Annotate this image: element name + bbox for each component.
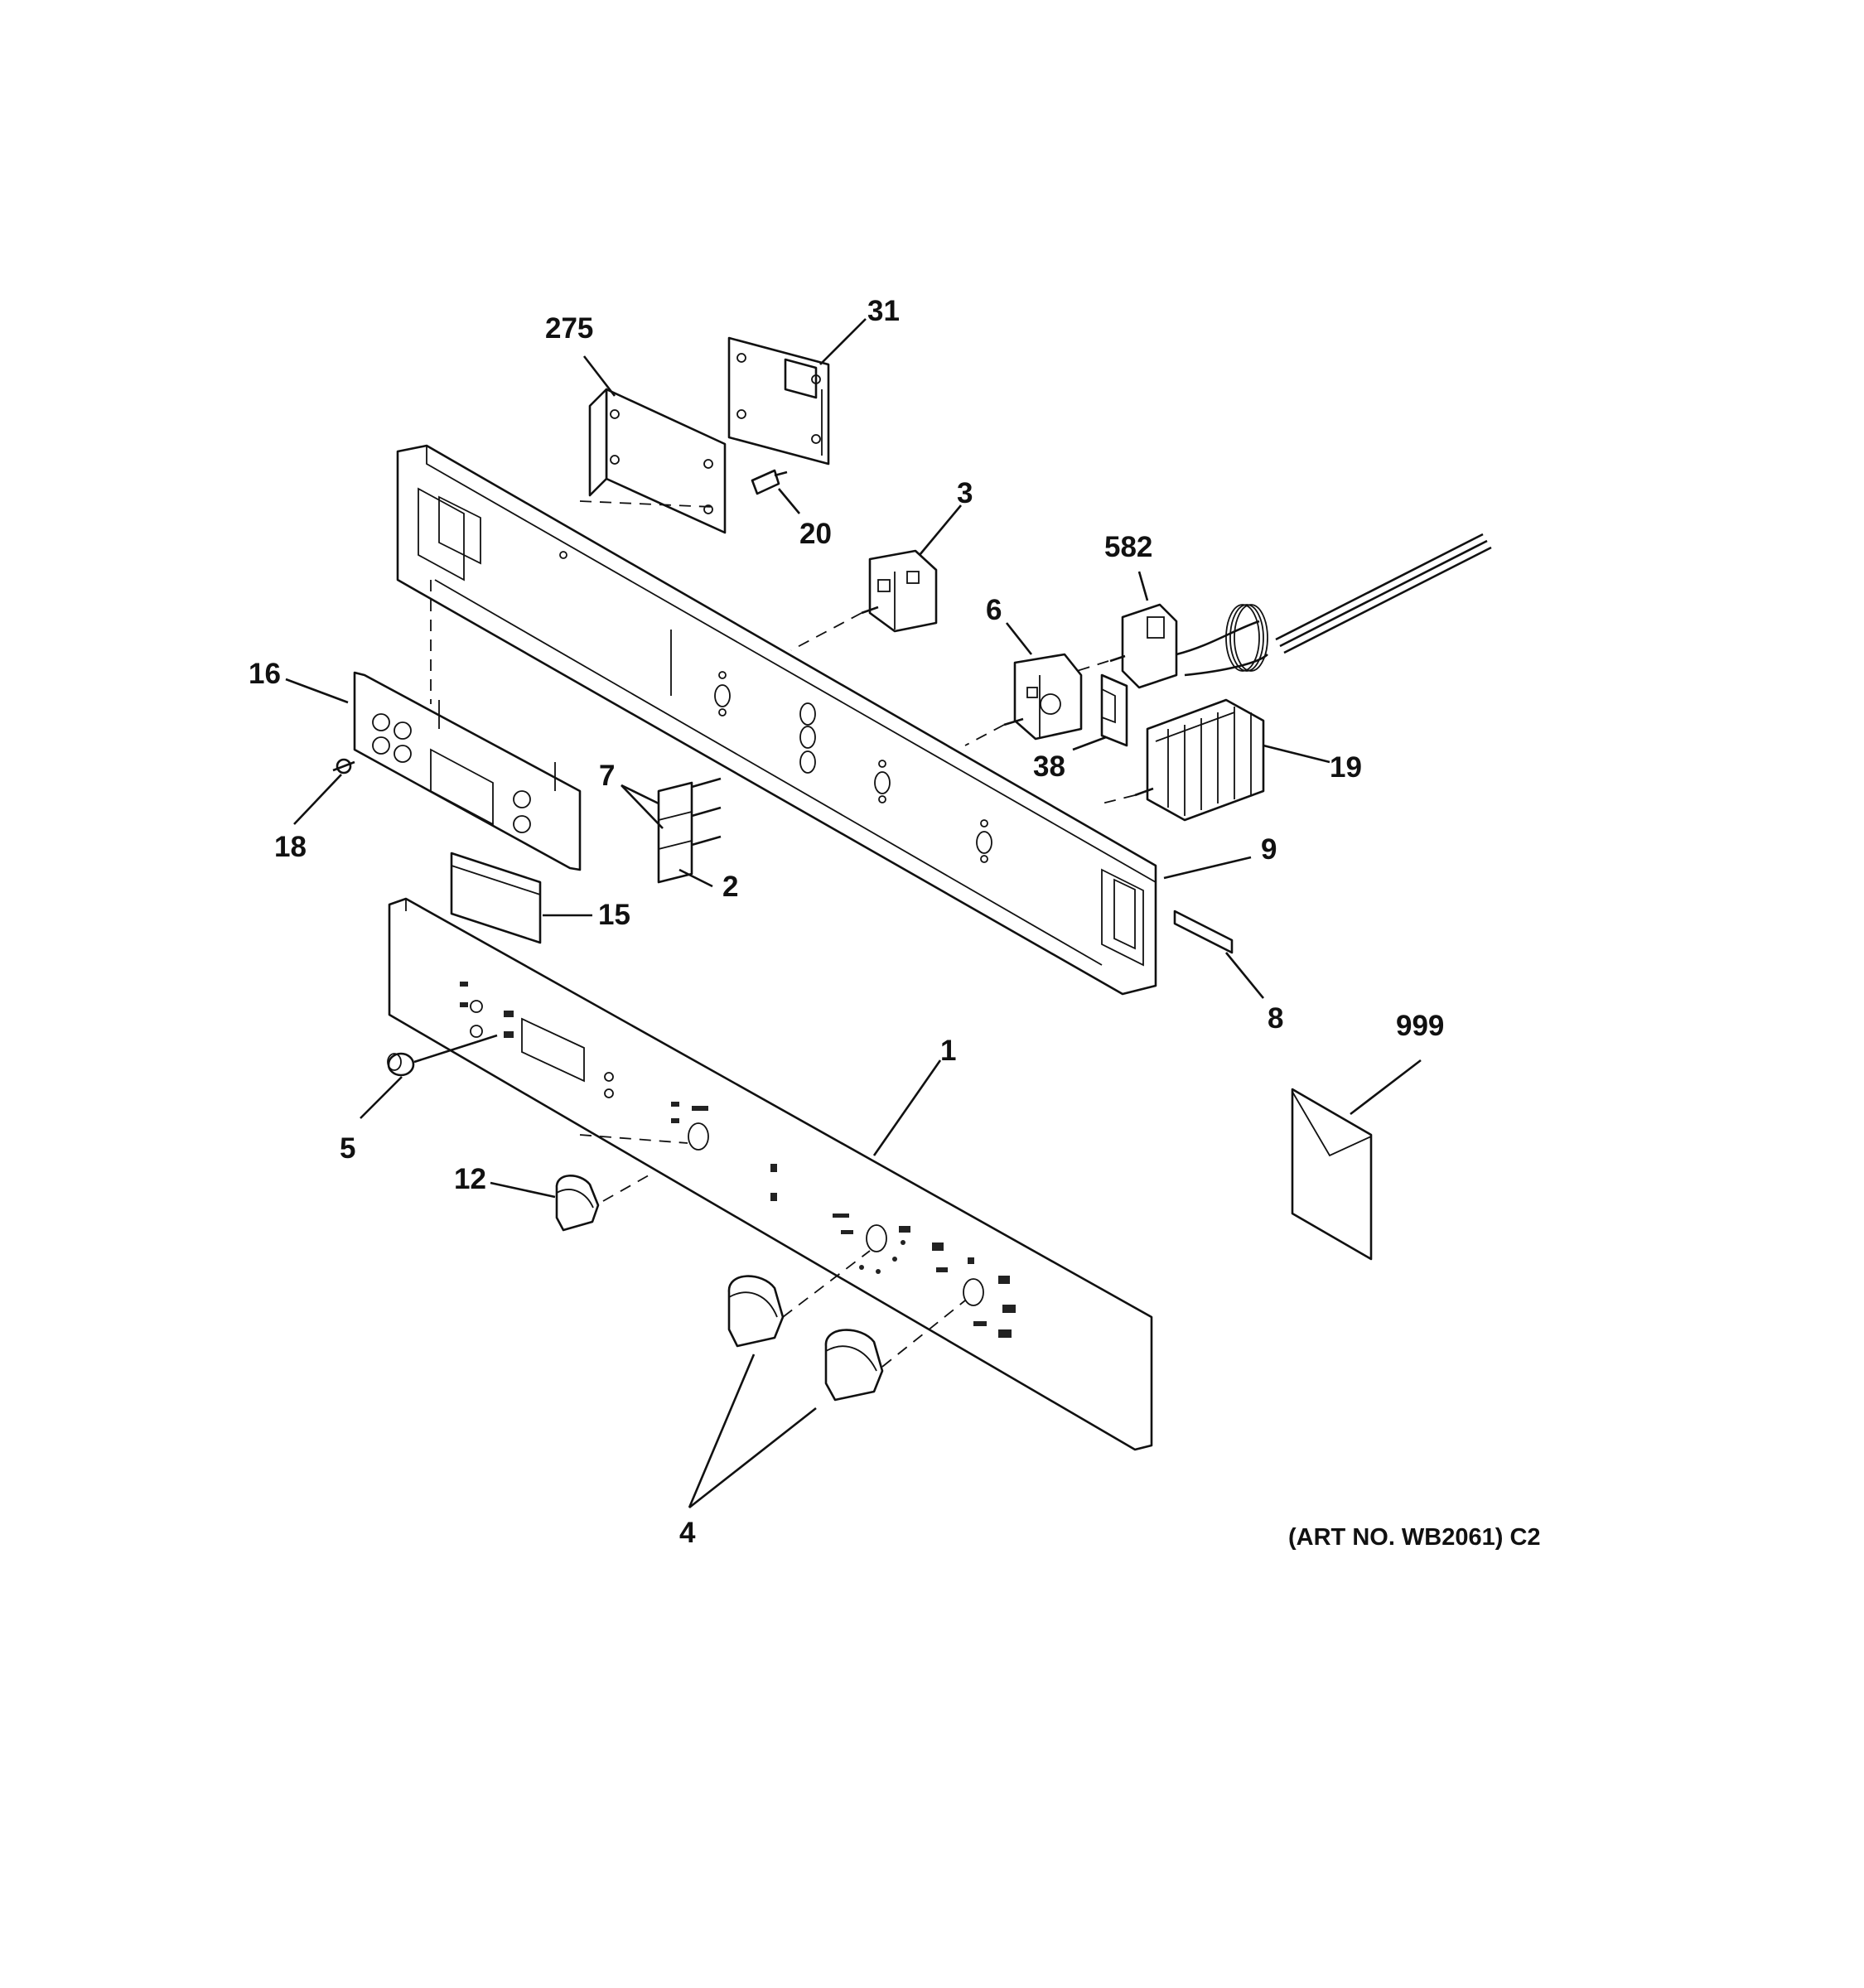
callout-1: 1 [940,1035,956,1067]
part-18-screw [332,758,355,774]
callout-20: 20 [799,518,832,550]
part-275-bracket [588,388,727,534]
callout-18: 18 [274,831,307,863]
callout-16: 16 [249,658,281,690]
part-38-clip [1100,673,1128,747]
part-15-display-lens [450,852,542,944]
part-9-console-frame [396,444,1157,996]
part-19-relay-block [1134,698,1265,822]
callout-5: 5 [340,1132,355,1165]
leader-lines [285,318,1422,1509]
callout-6: 6 [986,594,1002,626]
part-582-thermostat [1109,533,1492,689]
callout-4: 4 [679,1517,696,1549]
callout-7: 7 [599,760,615,792]
callout-999: 999 [1396,1010,1444,1042]
callout-3: 3 [957,477,973,509]
part-5-button [387,1052,415,1077]
part-31-circuit-board [727,336,830,466]
part-1-front-panel [388,897,1153,1451]
part-6-switch [1003,653,1083,741]
art-number: (ART NO. WB2061) C2 [1288,1524,1541,1551]
callout-2: 2 [722,871,738,903]
part-20-screw [751,469,788,495]
part-12-knob [555,1175,600,1232]
part-7-switches [657,777,722,884]
callout-31: 31 [867,295,900,327]
callout-8: 8 [1268,1002,1283,1035]
part-8-trim-strip [1173,910,1234,954]
part-999-literature [1291,1088,1373,1261]
callout-38: 38 [1033,750,1065,783]
part-16-control-board [353,671,582,871]
callout-9: 9 [1261,833,1277,866]
callout-12: 12 [454,1163,486,1195]
callout-19: 19 [1330,751,1362,784]
callout-582: 582 [1104,531,1152,563]
callout-labels: 31 275 20 3 582 6 38 19 16 7 18 2 9 15 8… [249,295,1541,1551]
part-4-knobs [727,1275,884,1402]
part-3-switch [861,549,938,633]
callout-15: 15 [598,899,630,931]
callout-275: 275 [545,312,593,345]
